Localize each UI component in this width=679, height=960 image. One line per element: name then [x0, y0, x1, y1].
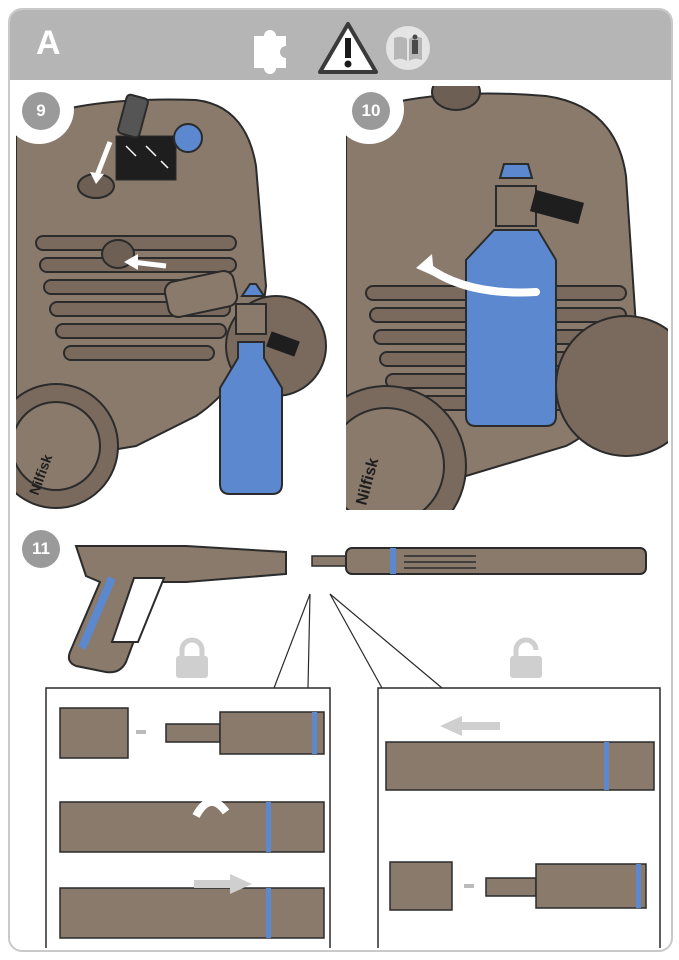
- spray-lance: [311, 547, 647, 575]
- section-letter: A: [36, 24, 61, 62]
- instruction-page: A 9: [8, 8, 673, 952]
- step-9-illustration: Nilfisk: [16, 93, 327, 509]
- step-number-10: 10: [352, 92, 390, 130]
- lock-open-icon: [510, 637, 542, 678]
- step-number-11: 11: [22, 530, 60, 568]
- lock-closed-icon: [176, 637, 208, 678]
- panel-step-11: 11: [16, 516, 668, 948]
- spray-gun: [67, 545, 287, 674]
- panel-step-9: 9: [16, 86, 342, 510]
- warning-icon: [318, 22, 378, 74]
- detail-box-lock: [45, 687, 331, 948]
- puzzle-icon: [254, 30, 286, 74]
- manual-icon: [386, 26, 430, 70]
- step-10-illustration: Nilfisk: [346, 86, 668, 510]
- header-icon-group: [254, 22, 430, 74]
- section-header: A: [10, 10, 671, 80]
- step-number-9: 9: [22, 92, 60, 130]
- panel-step-10: 10 Nilfisk: [346, 86, 668, 510]
- detail-box-unlock: [377, 687, 661, 948]
- step-11-illustration: [45, 545, 661, 948]
